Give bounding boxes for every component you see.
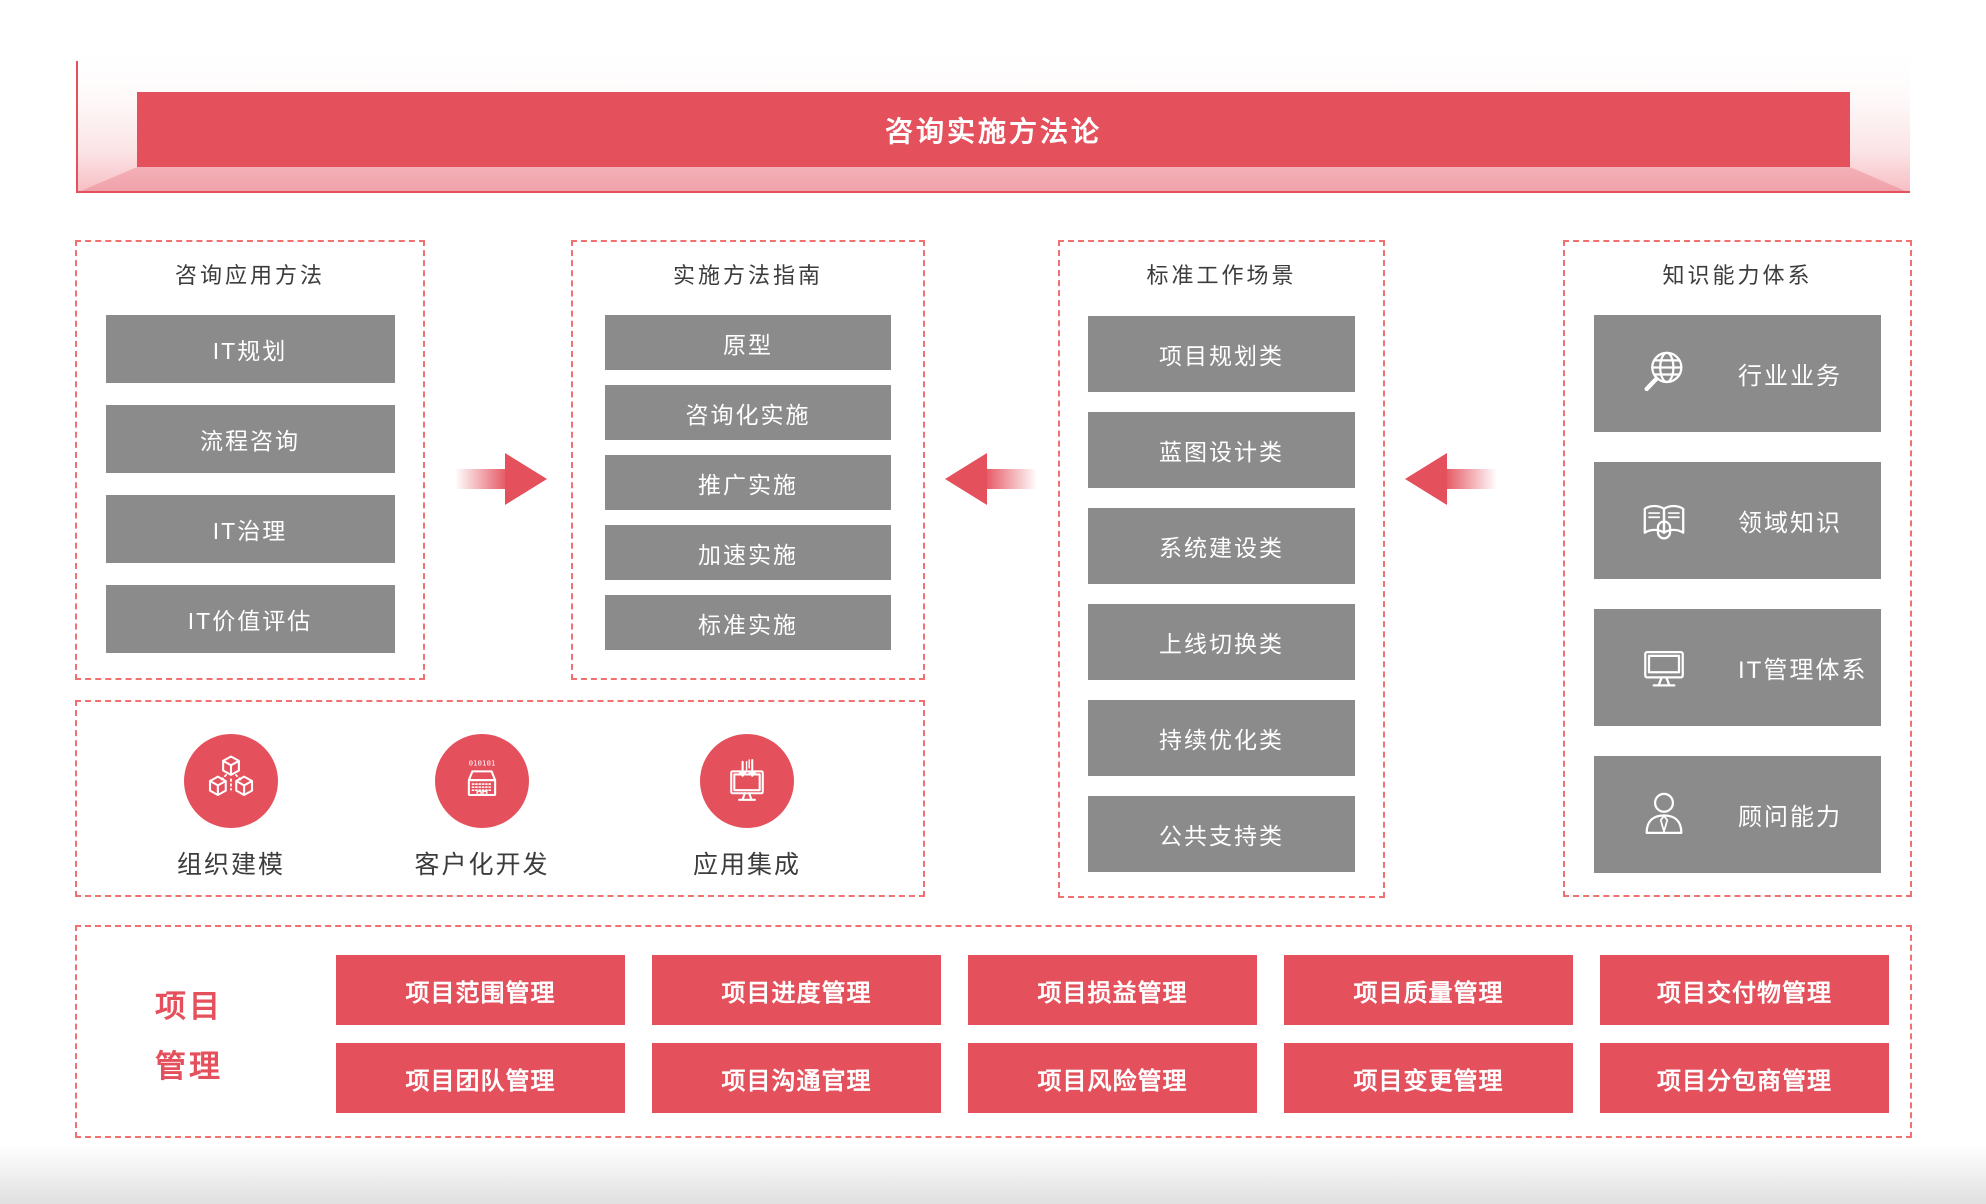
section-consulting-application-methods: 咨询应用方法 IT规划流程咨询 IT治理 IT价值评估 <box>75 240 425 680</box>
tool-label: 应用集成 <box>692 851 801 879</box>
capability-label: 领域知识 <box>1738 510 1842 537</box>
scenario-item-stack: 项目规划类蓝图设计类系统建设类上线切换类持续优化类公共支持类 <box>1060 316 1383 892</box>
pm-title-line: 管理 <box>155 1049 223 1084</box>
method-item-box: 蓝图设计类 <box>1088 412 1355 488</box>
laptop-code-icon: 010101 <box>435 734 529 828</box>
tool-item: 010101 客户化开发 <box>392 734 572 881</box>
tool-label: 组织建模 <box>176 851 285 879</box>
banner-bottom-edge <box>76 191 1910 193</box>
capability-item-box: 行业业务 <box>1594 315 1881 432</box>
monitor-icon <box>1634 638 1694 698</box>
section-knowledge-capability-system: 知识能力体系 行业业务 领域知识 IT管理体系 顾问能力 <box>1563 240 1912 897</box>
tool-item: 组织建模 <box>141 734 321 881</box>
method-item-box: IT治理 <box>105 495 395 563</box>
section-title: 实施方法指南 <box>672 263 823 288</box>
pm-item-box: 项目进度管理 <box>652 955 941 1025</box>
arrow-right-icon <box>455 453 547 505</box>
tool-item: 应用集成 <box>657 734 837 881</box>
capability-item-box: IT管理体系 <box>1594 609 1881 726</box>
pm-item-box: 项目范围管理 <box>336 955 625 1025</box>
capability-item-stack: 行业业务 领域知识 IT管理体系 顾问能力 <box>1565 315 1910 903</box>
section-title: 知识能力体系 <box>1662 263 1813 288</box>
banner-left-edge <box>76 61 78 193</box>
section-title: 咨询应用方法 <box>174 263 325 288</box>
pm-item-box: 项目分包商管理 <box>1600 1043 1889 1113</box>
pm-item-box: 项目损益管理 <box>968 955 1257 1025</box>
capability-item-box: 顾问能力 <box>1594 756 1881 873</box>
bottom-shadow <box>0 1144 1986 1204</box>
method-item-stack: 原型咨询化实施推广实施加速实施标准实施 <box>573 315 923 665</box>
method-item-box: 原型 <box>605 315 891 370</box>
method-item-box: 项目规划类 <box>1088 316 1355 392</box>
method-item-box: 公共支持类 <box>1088 796 1355 872</box>
capability-label: IT管理体系 <box>1738 657 1868 684</box>
method-item-box: 流程咨询 <box>105 405 395 473</box>
project-management-title: 项目 管理 <box>155 977 223 1097</box>
method-item-box: 加速实施 <box>605 525 891 580</box>
capability-label: 顾问能力 <box>1738 804 1842 831</box>
method-item-box: 标准实施 <box>605 595 891 650</box>
pm-item-box: 项目沟通官理 <box>652 1043 941 1113</box>
monitor-integration-icon <box>700 734 794 828</box>
method-item-box: 上线切换类 <box>1088 604 1355 680</box>
section-project-management: 项目 管理 项目范围管理项目进度管理项目损益管理项目质量管理项目交付物管理项目团… <box>75 925 1912 1138</box>
method-item-box: 推广实施 <box>605 455 891 510</box>
method-item-box: IT规划 <box>105 315 395 383</box>
banner-floor <box>76 167 1910 193</box>
pm-title-line: 项目 <box>155 989 223 1024</box>
globe-magnifier-icon <box>1634 344 1694 404</box>
section-tools: 组织建模 010101 客户化开发 应用集成 <box>75 700 925 897</box>
arrow-left-icon <box>1405 453 1497 505</box>
banner-title-bar: 咨询实施方法论 <box>137 92 1850 167</box>
pm-item-box: 项目风险管理 <box>968 1043 1257 1113</box>
page-title: 咨询实施方法论 <box>884 115 1102 147</box>
cubes-icon <box>184 734 278 828</box>
method-item-box: IT价值评估 <box>105 585 395 653</box>
pm-item-box: 项目变更管理 <box>1284 1043 1573 1113</box>
book-mouse-icon <box>1634 491 1694 551</box>
banner-backdrop: 咨询实施方法论 <box>76 55 1910 193</box>
method-item-stack: IT规划流程咨询 IT治理 IT价值评估 <box>77 315 423 675</box>
section-title: 标准工作场景 <box>1146 263 1297 288</box>
capability-label: 行业业务 <box>1738 363 1842 390</box>
consultant-icon <box>1634 785 1694 845</box>
pm-item-box: 项目团队管理 <box>336 1043 625 1113</box>
method-item-box: 咨询化实施 <box>605 385 891 440</box>
svg-text:010101: 010101 <box>469 758 496 767</box>
pm-item-box: 项目质量管理 <box>1284 955 1573 1025</box>
pm-item-box: 项目交付物管理 <box>1600 955 1889 1025</box>
tool-label: 客户化开发 <box>414 851 550 879</box>
section-standard-work-scenarios: 标准工作场景 项目规划类蓝图设计类系统建设类上线切换类持续优化类公共支持类 <box>1058 240 1385 898</box>
method-item-box: 系统建设类 <box>1088 508 1355 584</box>
arrow-left-icon <box>945 453 1037 505</box>
section-implementation-method-guide: 实施方法指南 原型咨询化实施推广实施加速实施标准实施 <box>571 240 925 680</box>
capability-item-box: 领域知识 <box>1594 462 1881 579</box>
method-item-box: 持续优化类 <box>1088 700 1355 776</box>
